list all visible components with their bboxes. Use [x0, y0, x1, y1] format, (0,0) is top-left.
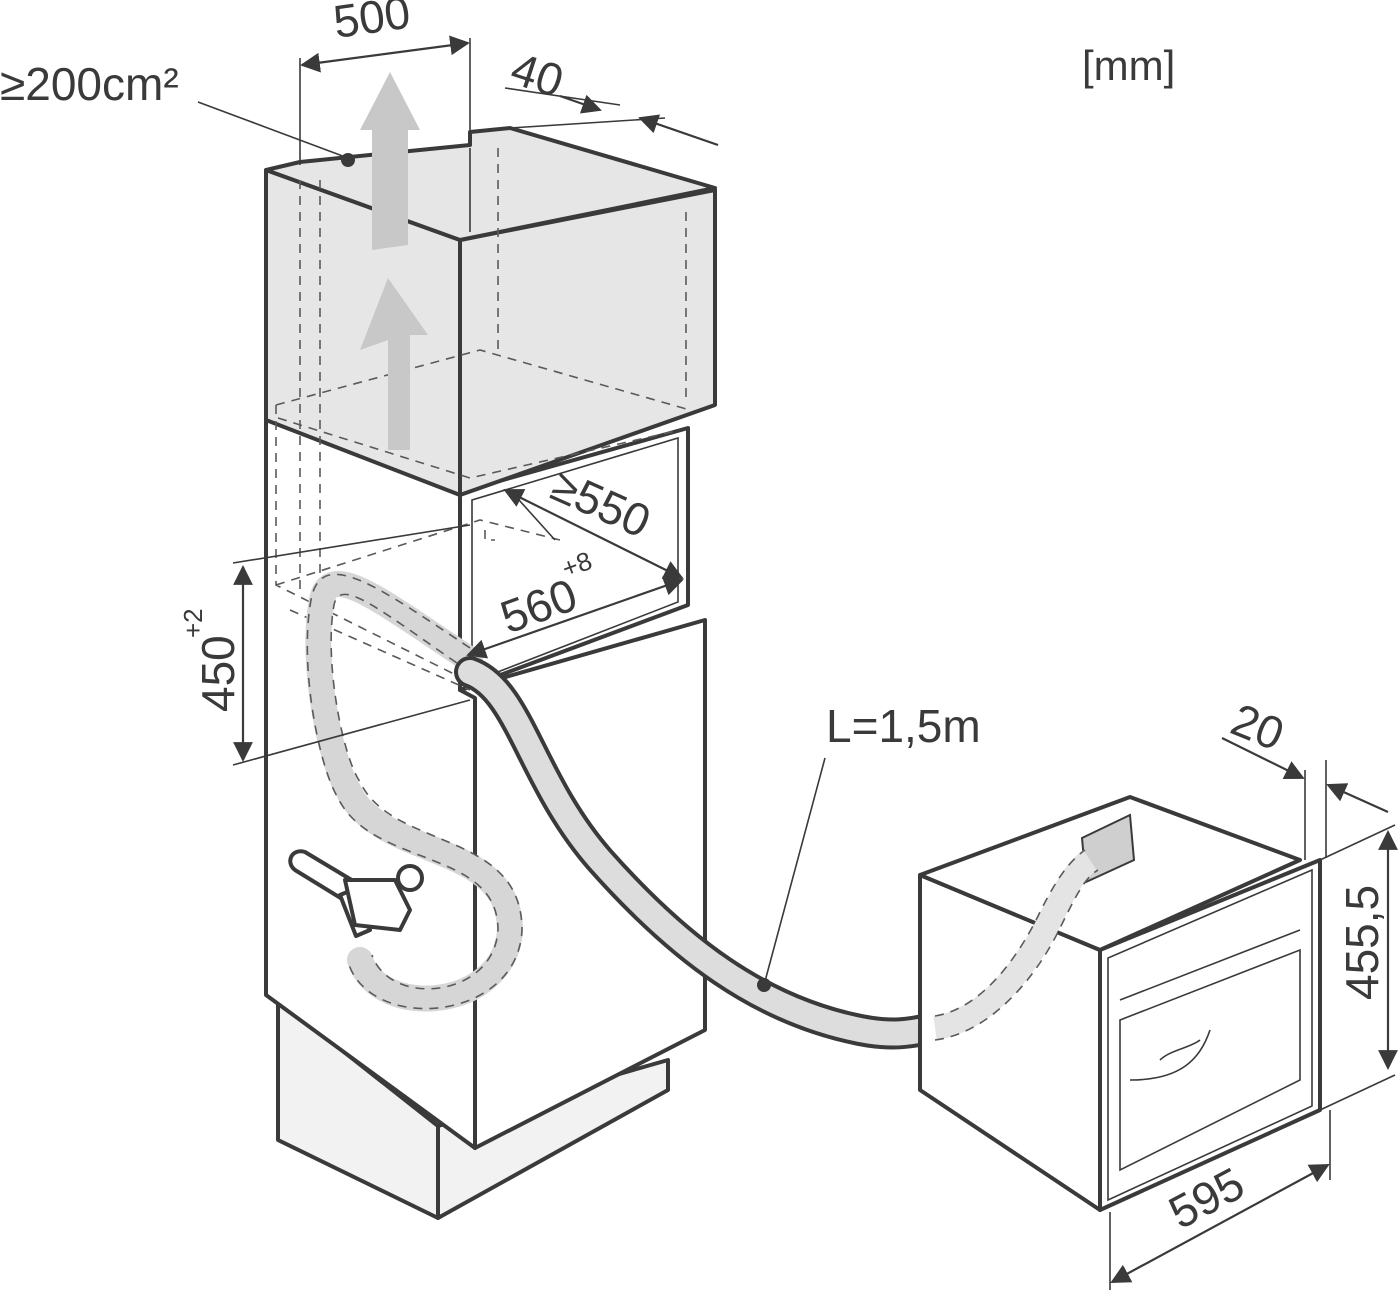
ventilation-arrow-lower — [360, 278, 428, 450]
niche-height-label: 450 — [192, 635, 244, 712]
unit-label: [mm] — [1082, 42, 1175, 89]
niche-frame — [458, 426, 690, 692]
vent-leader — [197, 101, 349, 159]
hose-hidden — [305, 570, 524, 1012]
appliance — [918, 795, 1322, 1212]
vent-area-label: ≥200cm² — [0, 58, 179, 110]
dim-560 — [466, 576, 684, 659]
ventilation-arrow-upper — [360, 72, 420, 250]
water-connection — [288, 570, 524, 1012]
niche-height-tolerance: +2 — [178, 608, 208, 638]
hose-length-label: L=1,5m — [826, 700, 981, 752]
width-top-label: 500 — [330, 0, 413, 48]
appliance-height-label: 455,5 — [1336, 885, 1388, 1000]
niche-depth-label: ≥550 — [544, 459, 658, 548]
dim-500 — [300, 35, 470, 73]
interior-outline — [275, 148, 691, 691]
dim-20 — [1326, 783, 1389, 814]
dim-595 — [1110, 1164, 1330, 1283]
dim-550 — [503, 489, 684, 579]
depth-top-label: 40 — [505, 42, 570, 107]
dim-40 — [638, 114, 719, 147]
dimension-lines — [197, 35, 1398, 1290]
tall-cabinet — [264, 72, 717, 1220]
hose-leader — [763, 757, 826, 986]
front-depth-label: 20 — [1224, 693, 1291, 760]
